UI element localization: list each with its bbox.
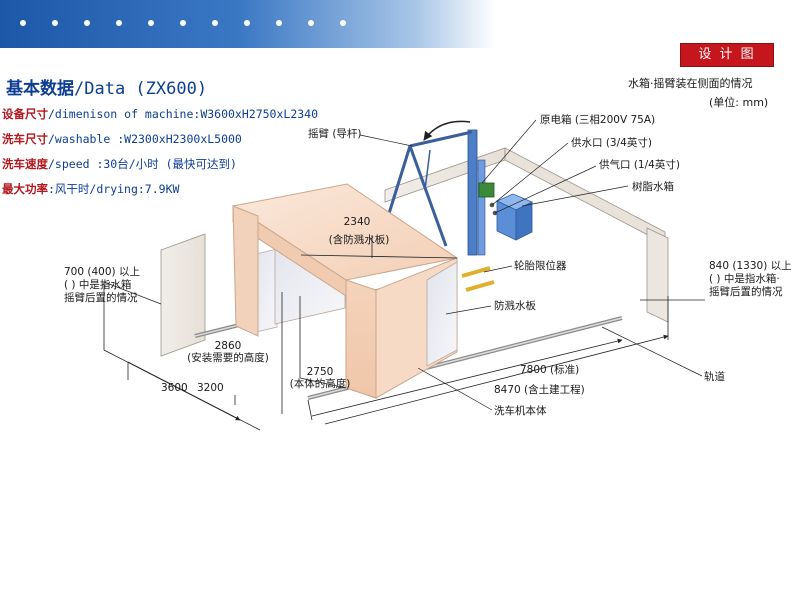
dim-7800: 7800 (标准) [520,364,580,376]
header-dot [180,20,186,26]
label-swing-arm: 摇臂 (导杆) [308,128,362,140]
page-title: 基本数据/Data (ZX600) [6,74,207,99]
swing-direction-arrow [423,120,471,141]
header-dot [148,20,154,26]
label-splash-board: 防溅水板 [494,300,536,312]
header-dot [244,20,250,26]
spec-row: 洗车速度/speed :30台/小时 (最快可达到) [2,156,237,172]
design-drawing-badge: 设 计 图 [680,43,774,67]
spec-value: /speed :30台/小时 (最快可达到) [48,157,237,171]
dim-2340-note: (含防溅水板) [328,234,390,246]
title-en: /Data (ZX600) [74,79,208,99]
header-dot [84,20,90,26]
label-air-inlet: 供气口 (1/4英寸) [599,159,680,171]
spec-row: 设备尺寸/dimenison of machine:W3600xH2750xL2… [2,106,318,122]
title-cn: 基本数据 [6,79,74,99]
spec-value: /washable :W2300xH2300xL5000 [48,132,242,146]
wheel-stopper [465,280,495,292]
unit-note: (单位: mm) [709,96,769,109]
spec-key: 最大功率 [2,182,48,196]
dim-3200: 3200 [197,382,224,394]
control-box [478,182,495,198]
left-clearance-note: 700 (400) 以上 [64,266,140,278]
spec-value: :风干时/drying:7.9KW [48,182,180,196]
spec-key: 洗车尺寸 [2,132,48,146]
left-clearance-note: 摇臂后置的情况 [64,292,138,304]
header-dot [212,20,218,26]
label-resin-tank: 树脂水箱 [632,181,674,193]
machine-left-column [232,205,259,337]
header-dot [276,20,282,26]
header-dot [116,20,122,26]
right-clearance-note: ( ) 中是指水箱· [709,273,780,285]
swing-arm [409,130,473,148]
label-machine-body: 洗车机本体 [494,405,547,417]
label-wheel-stopper: 轮胎限位器 [514,260,567,272]
dim-2860-note: (安装需要的高度) [187,352,269,364]
label-control-box: 原电箱 (三相200V 75A) [540,114,656,126]
label-rail: 轨道 [704,371,725,383]
right-clearance-note: 840 (1330) 以上 [709,260,792,272]
label-water-inlet: 供水口 (3/4英寸) [571,137,652,149]
left-wall [160,233,206,357]
dim-2860: 2860 [214,340,242,352]
right-wall [646,227,669,323]
dimension-lines [103,235,705,431]
dim-8470: 8470 (含土建工程) [494,384,585,396]
spec-key: 洗车速度 [2,157,48,171]
dim-2750-note: (本体的高度) [289,378,351,390]
right-clearance-note: 摇臂后置的情况 [709,286,783,298]
spec-key: 设备尺寸 [2,107,48,121]
spec-row: 洗车尺寸/washable :W2300xH2300xL5000 [2,131,242,147]
splash-board [426,261,458,367]
left-clearance-note: ( ) 中是指水箱 [64,279,132,291]
dim-3600: 3600 [161,382,188,394]
wheel-stopper [461,266,491,278]
header-dot [52,20,58,26]
header-dot [308,20,314,26]
dim-2750: 2750 [306,366,334,378]
spec-row: 最大功率:风干时/drying:7.9KW [2,181,179,197]
header-dot [340,20,346,26]
dim-2340: 2340 [343,216,371,228]
header-banner [0,0,800,48]
swing-arm-mast [467,129,478,256]
header-dot [20,20,26,26]
leader-lines [359,119,703,411]
spec-value: /dimenison of machine:W3600xH2750xL2340 [48,107,319,121]
placement-note: 水箱·摇臂装在侧面的情况 [628,77,753,90]
